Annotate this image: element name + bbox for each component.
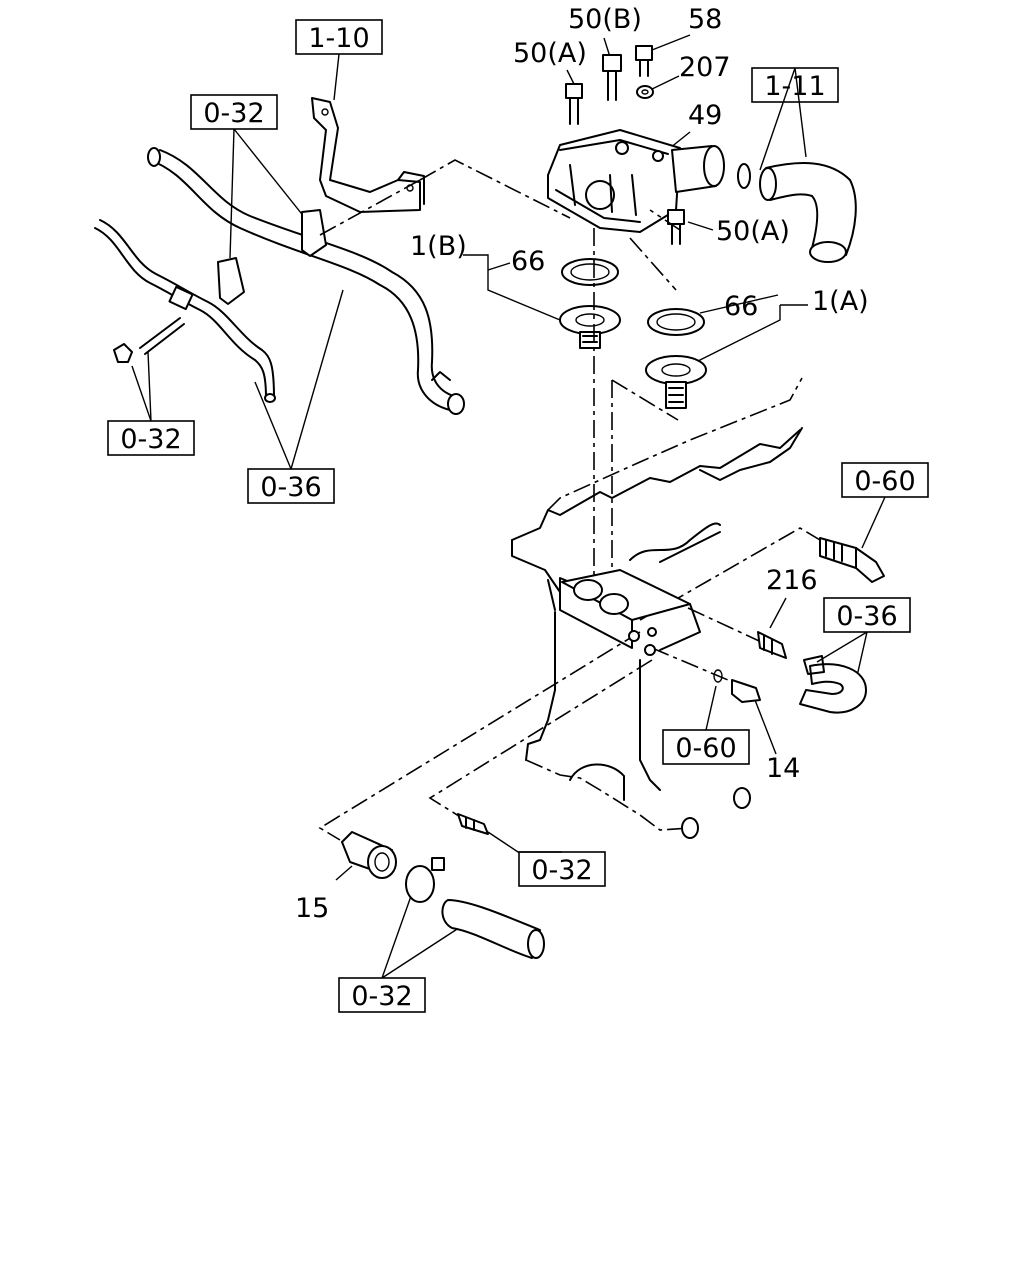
cylinder-head xyxy=(511,377,803,839)
mounting-bracket xyxy=(311,97,425,213)
gasket-66-right xyxy=(647,308,705,336)
part-label-50a-top: 50(A) xyxy=(513,38,587,69)
pipe-15 xyxy=(341,831,397,879)
hose-0-36-right xyxy=(799,655,867,714)
thermostat-housing[interactable] xyxy=(547,129,725,233)
part-label-1a: 1(A) xyxy=(812,286,869,317)
washer-207 xyxy=(636,85,654,99)
bolt-58 xyxy=(635,45,653,77)
ref-box-0-32-upper[interactable]: 0-32 xyxy=(190,94,278,130)
plug-14 xyxy=(713,669,761,703)
ref-label: 0-32 xyxy=(531,855,592,886)
water-pipe-lower xyxy=(94,219,276,403)
bolt-0-32 xyxy=(113,317,185,363)
part-label-66-left: 66 xyxy=(511,246,545,277)
assembly-lines xyxy=(318,159,821,841)
ref-label: 1-10 xyxy=(308,23,369,54)
ref-label: 0-60 xyxy=(675,733,736,764)
ref-label: 1-11 xyxy=(764,71,825,102)
part-label-14: 14 xyxy=(766,753,800,784)
ref-box-0-32-mid[interactable]: 0-32 xyxy=(518,851,606,887)
bolt-50a-top xyxy=(565,83,583,125)
sensor-0-60 xyxy=(819,537,885,583)
thermostat-1b xyxy=(559,305,621,349)
lower-hose xyxy=(441,899,545,959)
ref-box-0-60-right[interactable]: 0-60 xyxy=(841,462,929,498)
hose-clamp-upper xyxy=(737,163,751,189)
gasket-66-left xyxy=(561,258,619,286)
fitting-216 xyxy=(757,631,787,659)
ref-box-0-32-bottom[interactable]: 0-32 xyxy=(338,977,426,1013)
part-label-50a-side: 50(A) xyxy=(716,216,790,247)
ref-label: 0-32 xyxy=(120,424,181,455)
part-label-216: 216 xyxy=(766,565,818,596)
hose-clamp-lower xyxy=(405,857,445,903)
part-label-1b: 1(B) xyxy=(410,231,467,262)
bolt-50b xyxy=(602,54,622,101)
part-label-49: 49 xyxy=(688,100,722,131)
pipe-clip-lower xyxy=(217,257,245,305)
ref-box-0-60-mid[interactable]: 0-60 xyxy=(662,729,750,765)
nipple-0-32 xyxy=(457,813,489,835)
bolt-50a-side xyxy=(667,209,685,245)
ref-label: 0-36 xyxy=(836,601,897,632)
ref-label: 0-32 xyxy=(203,98,264,129)
ref-box-0-36-left[interactable]: 0-36 xyxy=(247,468,335,504)
thermostat-1a xyxy=(645,355,707,409)
pipe-clip-upper xyxy=(301,209,327,257)
ref-label: 0-36 xyxy=(260,472,321,503)
part-label-50b: 50(B) xyxy=(568,4,642,35)
water-pipe-upper xyxy=(147,147,465,415)
ref-box-1-10[interactable]: 1-10 xyxy=(295,19,383,55)
radiator-hose xyxy=(759,162,857,263)
ref-label: 0-60 xyxy=(854,466,915,497)
ref-box-0-32-left[interactable]: 0-32 xyxy=(107,420,195,456)
part-label-207: 207 xyxy=(679,52,731,83)
ref-label: 0-32 xyxy=(351,981,412,1012)
part-label-15: 15 xyxy=(295,893,329,924)
ref-box-0-36-right[interactable]: 0-36 xyxy=(823,597,911,633)
part-label-58: 58 xyxy=(688,4,722,35)
